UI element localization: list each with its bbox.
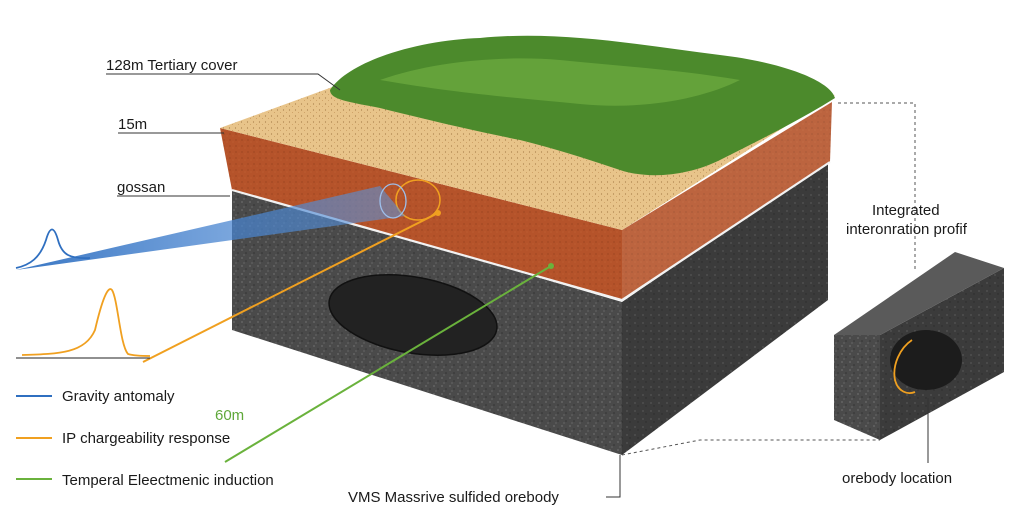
laterite-right-face (622, 102, 832, 300)
gossan-marker (395, 179, 441, 221)
label-gossan: gossan (117, 179, 165, 196)
ip-curve (21, 288, 151, 357)
label-integrated-line1: Integrated (872, 202, 940, 219)
vegetation-highlights (380, 58, 740, 106)
label-15m: 15m (118, 116, 147, 133)
label-orebody-location: orebody location (842, 470, 952, 487)
label-60m: 60m (215, 407, 244, 424)
rock-right-face (622, 162, 828, 455)
gravity-beam-end (379, 183, 407, 219)
profile-block (834, 252, 1004, 440)
tem-point (548, 263, 554, 269)
leader-vms (606, 455, 621, 498)
legend-label-tem: Temperal Eleectmenic induction (62, 472, 274, 489)
gravity-beam (16, 186, 405, 270)
main-block (220, 35, 835, 455)
layer-boundary-line (231, 161, 831, 302)
label-vms-orebody: VMS Massrive sulfided orebody (348, 489, 559, 506)
leader-integrated (838, 102, 916, 270)
gravity-curve (15, 228, 91, 269)
profile-orebody (890, 330, 962, 390)
label-integrated-line2: interonration profif (846, 221, 968, 238)
laterite-front-face (220, 128, 622, 300)
profile-front-face (834, 335, 880, 440)
profile-top-face (834, 252, 1004, 335)
tem-ray (224, 265, 552, 463)
leader-block-link (621, 439, 880, 456)
leader-tertiary (106, 73, 341, 91)
ip-ray (142, 212, 439, 363)
label-tertiary-cover: 128m Tertiary cover (106, 57, 237, 74)
legend-label-ip: IP chargeability response (62, 430, 230, 447)
legend: Gravity antomaly IP chargeability respon… (16, 388, 274, 489)
legend-label-gravity: Gravity antomaly (62, 388, 175, 405)
profile-orebody-outline (893, 339, 916, 394)
